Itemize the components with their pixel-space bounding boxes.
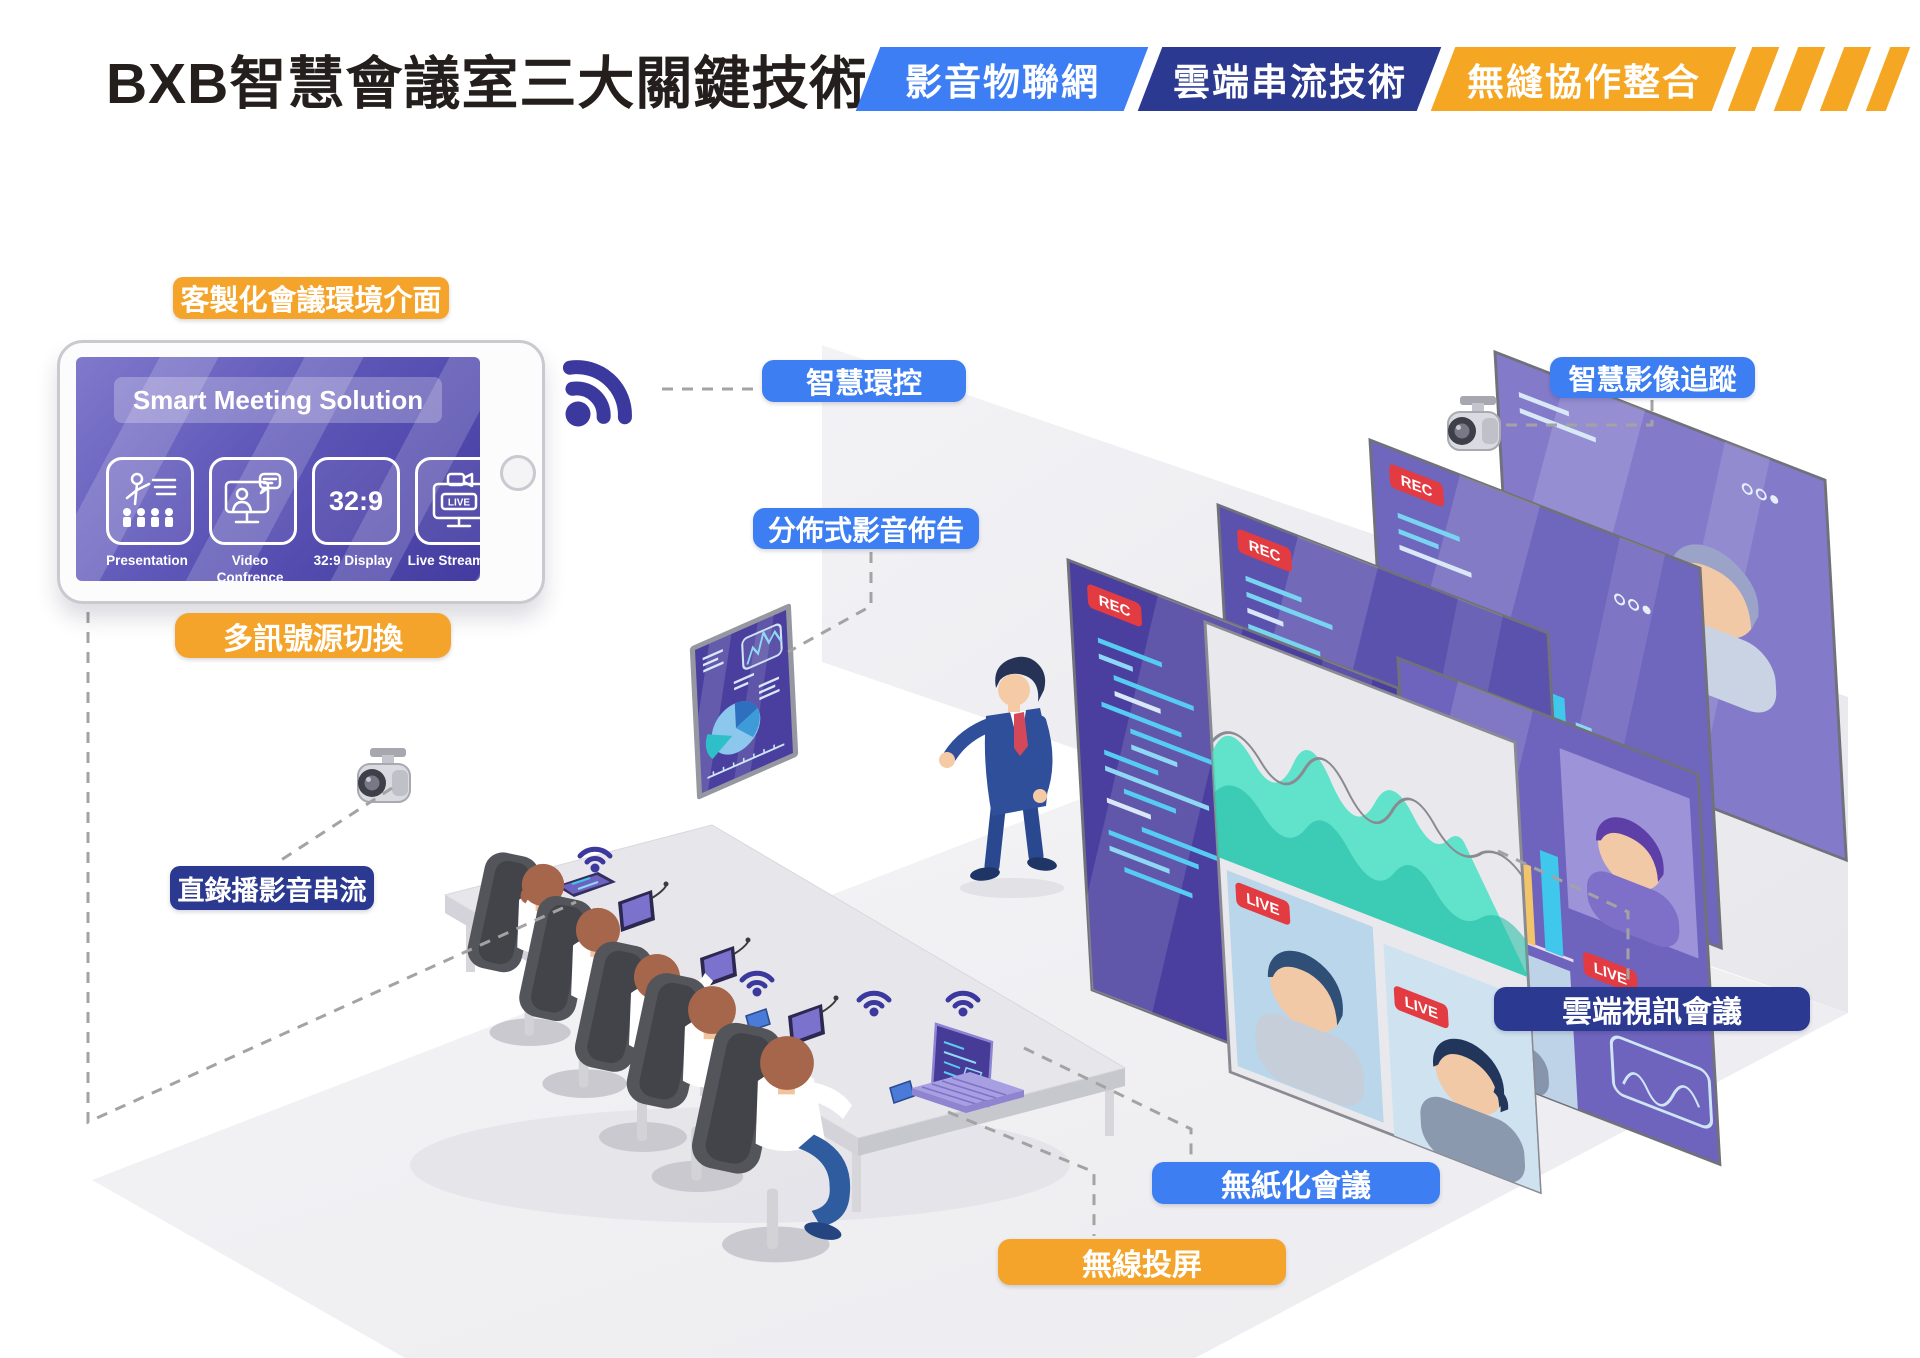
signage-display <box>689 603 799 800</box>
desk-tablet-flat <box>556 872 616 897</box>
line-tracking-camera <box>1500 400 1654 427</box>
live-text: LIVE <box>448 498 471 509</box>
callout-video-tracking: 智慧影像追蹤 <box>1550 357 1755 398</box>
callout-cloud-vc: 雲端視訊會議 <box>1494 987 1810 1031</box>
presentation-icon <box>123 472 177 527</box>
desk-monitor <box>618 881 669 932</box>
callout-custom-ui: 客製化會議環境介面 <box>173 277 449 319</box>
banner-cloud-streaming: 雲端串流技術 <box>1137 47 1442 111</box>
tablet-home-button <box>500 455 536 491</box>
callout-wireless-cast: 無線投屏 <box>998 1239 1286 1285</box>
app-label: 32:9 Display <box>313 553 393 568</box>
control-tablet: Smart Meeting Solution <box>57 340 545 604</box>
line-laptop-wirelesscast <box>947 1110 1096 1236</box>
video-conference-tile <box>209 457 297 545</box>
callout-live-stream: 直錄播影音串流 <box>170 866 374 910</box>
callout-paperless: 無紙化會議 <box>1152 1162 1440 1204</box>
desk-monitor <box>788 995 839 1046</box>
video-call-avatar <box>1586 817 1680 947</box>
ptz-camera-right <box>1447 395 1501 451</box>
app-label: Live Streaming <box>407 553 480 568</box>
presentation-tile <box>106 457 194 545</box>
banner-seamless-collab: 無縫協作整合 <box>1430 47 1737 111</box>
tablet-screen-title: Smart Meeting Solution <box>114 377 442 423</box>
banner-label: 雲端串流技術 <box>1172 62 1407 103</box>
smartphone <box>889 1080 915 1104</box>
attendee-laptop <box>691 1022 852 1263</box>
ratio-text: 32:9 <box>328 485 384 516</box>
laptop <box>912 1022 1024 1113</box>
app-label: Video Confrence <box>216 553 284 581</box>
line-tablet-table <box>86 612 577 1125</box>
connector-lines <box>86 387 1654 1236</box>
banner-label: 影音物聯網 <box>904 62 1100 103</box>
video-call-avatar <box>1255 950 1365 1106</box>
video-call-avatar <box>1420 1038 1526 1183</box>
live-streaming-icon: LIVE <box>432 472 480 528</box>
line-camera-livestream <box>277 786 393 864</box>
app-label: Presentation <box>106 553 188 568</box>
line-screens-cloudvc <box>1497 849 1630 985</box>
display-ratio-tile: 32:9 <box>312 457 400 545</box>
wifi-icon-large <box>562 360 632 427</box>
presenter <box>939 656 1064 898</box>
callout-env-control: 智慧環控 <box>762 360 966 402</box>
page-title: BXB智慧會議室三大關鍵技術 <box>106 52 868 116</box>
callout-multi-source: 多訊號源切換 <box>175 613 451 658</box>
line-table-paperless <box>1023 1046 1193 1160</box>
live-streaming-tile: LIVE <box>415 457 480 545</box>
tablet-screen: Smart Meeting Solution <box>76 357 480 581</box>
screen-badge-live: LIVE <box>1582 952 1638 995</box>
callout-distributed-av: 分佈式影音佈告 <box>753 508 979 549</box>
video-conference-icon <box>224 472 282 524</box>
banner-label: 無縫協作整合 <box>1466 62 1701 103</box>
area-chart-2 <box>1214 785 1529 978</box>
banner-av-iot: 影音物聯網 <box>855 47 1149 111</box>
